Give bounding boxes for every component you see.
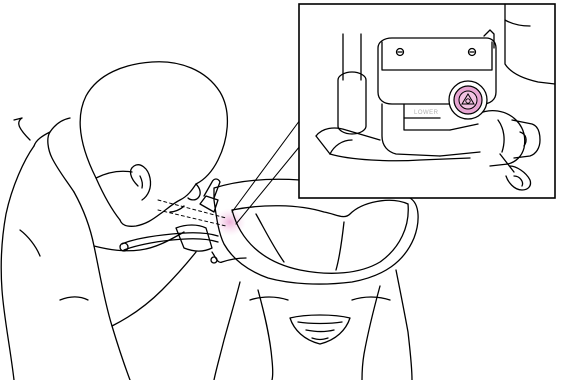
inset-panel: LOWER [299,4,555,198]
person-back [1,146,34,380]
person-ear [131,165,151,200]
scooter-front [214,270,412,380]
person-figure [1,62,227,380]
person-collar [48,118,74,192]
person-face [120,184,196,226]
inset-level-label: LOWER [414,110,439,116]
callout-leader-lower [236,146,300,224]
sight-glass [449,81,487,119]
brake-lever [122,233,218,244]
callout-leader-upper [232,120,300,212]
